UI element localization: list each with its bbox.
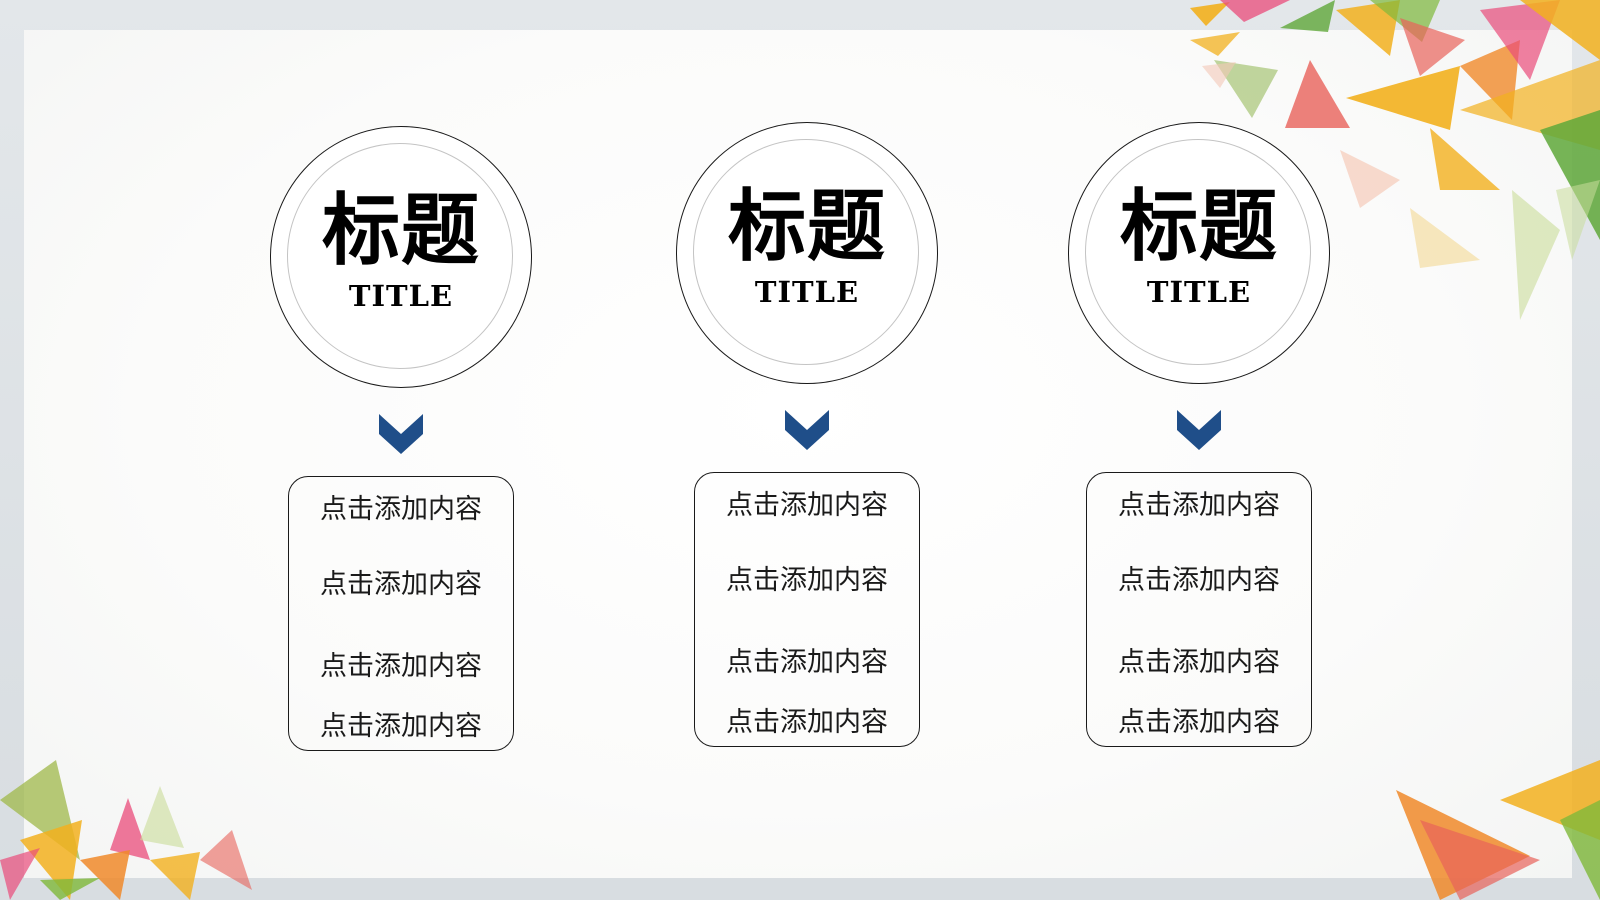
badge-inner-ring: [287, 143, 513, 369]
decorative-triangles-top-right: [1160, 0, 1600, 330]
title-badge: 标题 TITLE: [1068, 122, 1330, 384]
chevron-down-icon: [377, 412, 425, 456]
content-box[interactable]: 点击添加内容 点击添加内容 点击添加内容 点击添加内容: [1086, 472, 1312, 747]
content-item[interactable]: 点击添加内容: [1118, 490, 1280, 521]
decorative-triangles-bottom-right: [1380, 760, 1600, 900]
badge-title-cn: 标题: [321, 186, 480, 276]
column-2: 标题 TITLE 点击添加内容 点击添加内容 点击添加内容 点击添加内容: [676, 122, 946, 762]
content-item[interactable]: 点击添加内容: [1118, 647, 1280, 678]
badge-inner-ring: [693, 139, 919, 365]
decorative-triangles-bottom-left: [0, 740, 270, 900]
content-item[interactable]: 点击添加内容: [726, 565, 888, 596]
badge-title-cn: 标题: [727, 182, 886, 272]
chevron-down-icon: [783, 408, 831, 452]
badge-inner-ring: [1085, 139, 1311, 365]
badge-title-en: TITLE: [1146, 275, 1252, 309]
content-item[interactable]: 点击添加内容: [1118, 707, 1280, 738]
content-box[interactable]: 点击添加内容 点击添加内容 点击添加内容 点击添加内容: [288, 476, 514, 751]
column-3: 标题 TITLE 点击添加内容 点击添加内容 点击添加内容 点击添加内容: [1068, 122, 1338, 762]
title-badge: 标题 TITLE: [676, 122, 938, 384]
content-item[interactable]: 点击添加内容: [320, 651, 482, 682]
content-item[interactable]: 点击添加内容: [726, 707, 888, 738]
content-item[interactable]: 点击添加内容: [320, 711, 482, 742]
chevron-down-icon: [1175, 408, 1223, 452]
title-badge: 标题 TITLE: [270, 126, 532, 388]
content-item[interactable]: 点击添加内容: [320, 494, 482, 525]
content-item[interactable]: 点击添加内容: [320, 569, 482, 600]
badge-title-cn: 标题: [1119, 182, 1278, 272]
content-item[interactable]: 点击添加内容: [726, 647, 888, 678]
badge-title-en: TITLE: [754, 275, 860, 309]
badge-title-en: TITLE: [348, 279, 454, 313]
content-item[interactable]: 点击添加内容: [726, 490, 888, 521]
content-item[interactable]: 点击添加内容: [1118, 565, 1280, 596]
column-1: 标题 TITLE 点击添加内容 点击添加内容 点击添加内容 点击添加内容: [270, 126, 540, 766]
content-box[interactable]: 点击添加内容 点击添加内容 点击添加内容 点击添加内容: [694, 472, 920, 747]
